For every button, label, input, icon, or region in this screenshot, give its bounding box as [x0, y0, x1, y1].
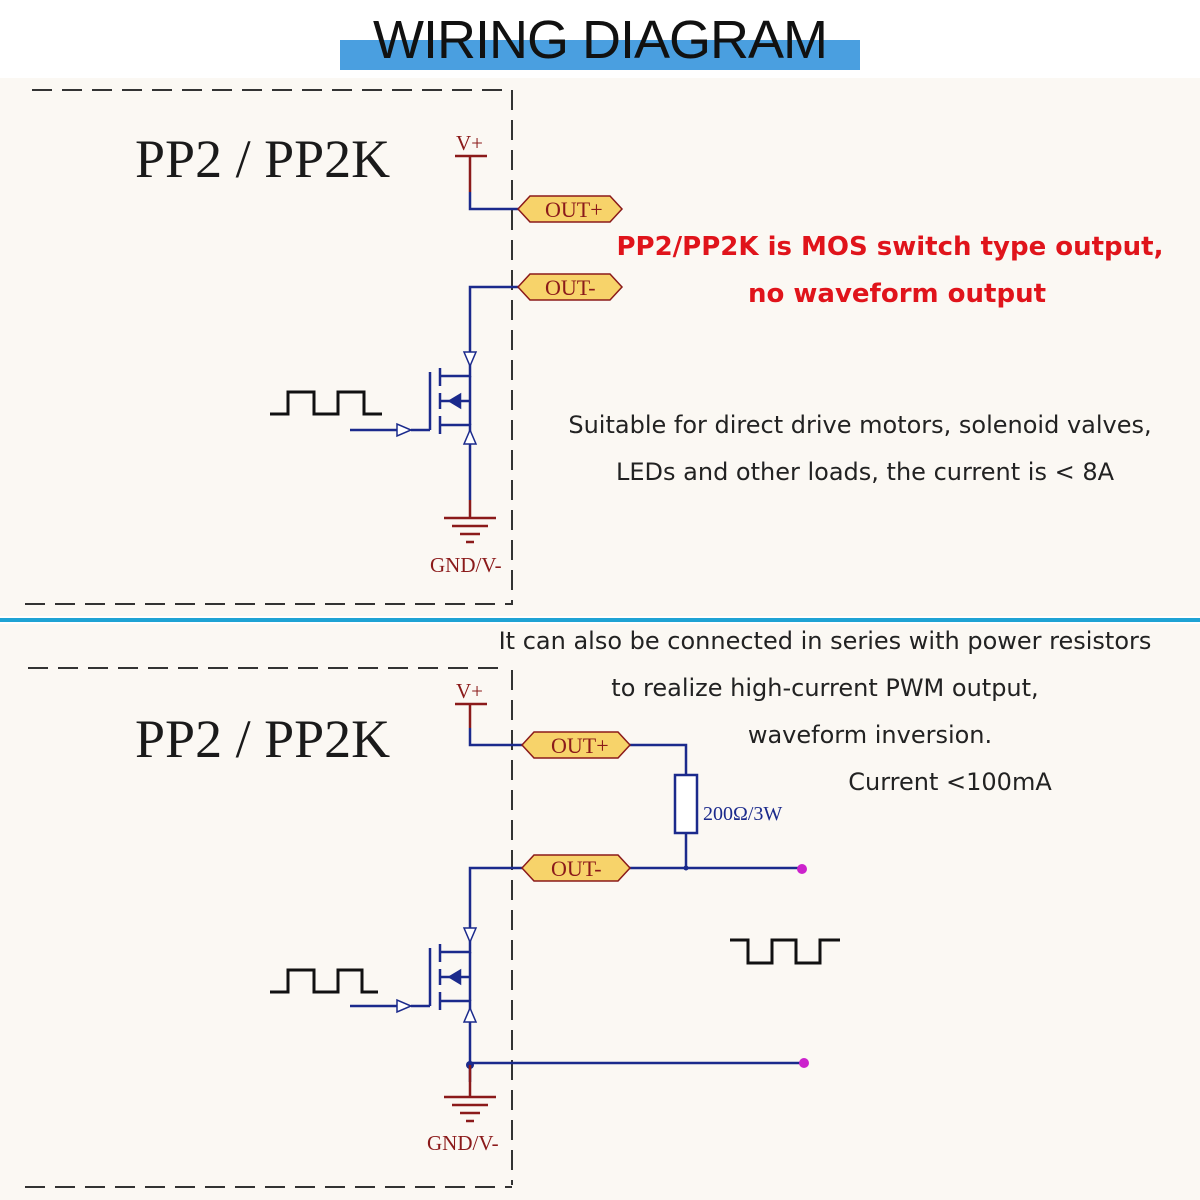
- bottom-out-plus-tag: [520, 731, 632, 759]
- top-circuit: V+ OUT+ OUT-: [25, 89, 624, 605]
- top-input-waveform-icon: [270, 390, 382, 416]
- bottom-note-line2: to realize high-current PWM output,: [611, 674, 1039, 702]
- bottom-circuit: V+ OUT+ OUT- 200Ω/3W: [25, 667, 840, 1188]
- bottom-gate-arrow-icon: [396, 998, 413, 1014]
- bottom-note-line3: waveform inversion.: [747, 721, 993, 749]
- top-out-plus-tag: [516, 195, 624, 223]
- top-gate-arrow-icon: [396, 422, 413, 438]
- top-red-note-line2: no waveform output: [747, 279, 1047, 309]
- bottom-vplus-label: V+: [456, 679, 483, 703]
- bottom-panel-background: [0, 624, 1200, 1200]
- top-panel-background: [0, 78, 1200, 616]
- top-out-minus-tag: [516, 273, 624, 301]
- page-title: WIRING DIAGRAM: [373, 10, 828, 70]
- title-bar: [340, 40, 860, 70]
- resistor-label: 200Ω/3W: [703, 803, 782, 825]
- bottom-out-minus-tag: [520, 854, 632, 882]
- top-vplus-symbol: [455, 154, 487, 192]
- output-terminal-upper-icon: [797, 864, 807, 874]
- top-red-note-line1: PP2/PP2K is MOS switch type output,: [616, 232, 1164, 262]
- top-vplus-label: V+: [456, 131, 483, 155]
- bottom-drain-arrow-icon: [462, 927, 478, 944]
- bottom-gnd-label: GND/V-: [427, 1131, 499, 1155]
- bottom-wires: [350, 728, 802, 1082]
- output-waveform-icon: [730, 938, 840, 965]
- bottom-ground-icon: [444, 1065, 496, 1123]
- top-out-plus-label: OUT+: [545, 197, 603, 222]
- top-module-boundary: [25, 89, 513, 605]
- junction-dot-icon: [683, 865, 689, 871]
- resistor-icon: [673, 773, 699, 835]
- top-out-minus-label: OUT-: [545, 275, 596, 300]
- top-model-label: PP2 / PP2K: [135, 129, 391, 189]
- output-terminal-lower-icon: [799, 1058, 809, 1068]
- bottom-note-line1: It can also be connected in series with …: [498, 627, 1152, 655]
- bottom-vplus-symbol: [455, 702, 487, 728]
- top-note-line1: Suitable for direct drive motors, soleno…: [568, 411, 1152, 439]
- top-drain-arrow-icon: [462, 351, 478, 368]
- bottom-source-arrow-icon: [462, 1006, 478, 1023]
- bottom-model-label: PP2 / PP2K: [135, 709, 391, 769]
- bottom-input-waveform-icon: [270, 968, 378, 994]
- bottom-note-line4: Current <100mA: [848, 768, 1052, 796]
- top-ground-icon: [444, 500, 496, 544]
- top-wires: [350, 192, 522, 500]
- bottom-module-boundary: [25, 667, 513, 1188]
- bottom-out-minus-label: OUT-: [551, 856, 602, 881]
- bottom-out-plus-label: OUT+: [551, 733, 609, 758]
- bottom-mosfet-icon: [428, 928, 472, 1018]
- top-note-line2: LEDs and other loads, the current is < 8…: [616, 458, 1114, 486]
- top-mosfet-icon: [428, 352, 472, 440]
- top-gnd-label: GND/V-: [430, 553, 502, 577]
- panel-divider: [0, 618, 1200, 622]
- top-source-arrow-icon: [462, 428, 478, 445]
